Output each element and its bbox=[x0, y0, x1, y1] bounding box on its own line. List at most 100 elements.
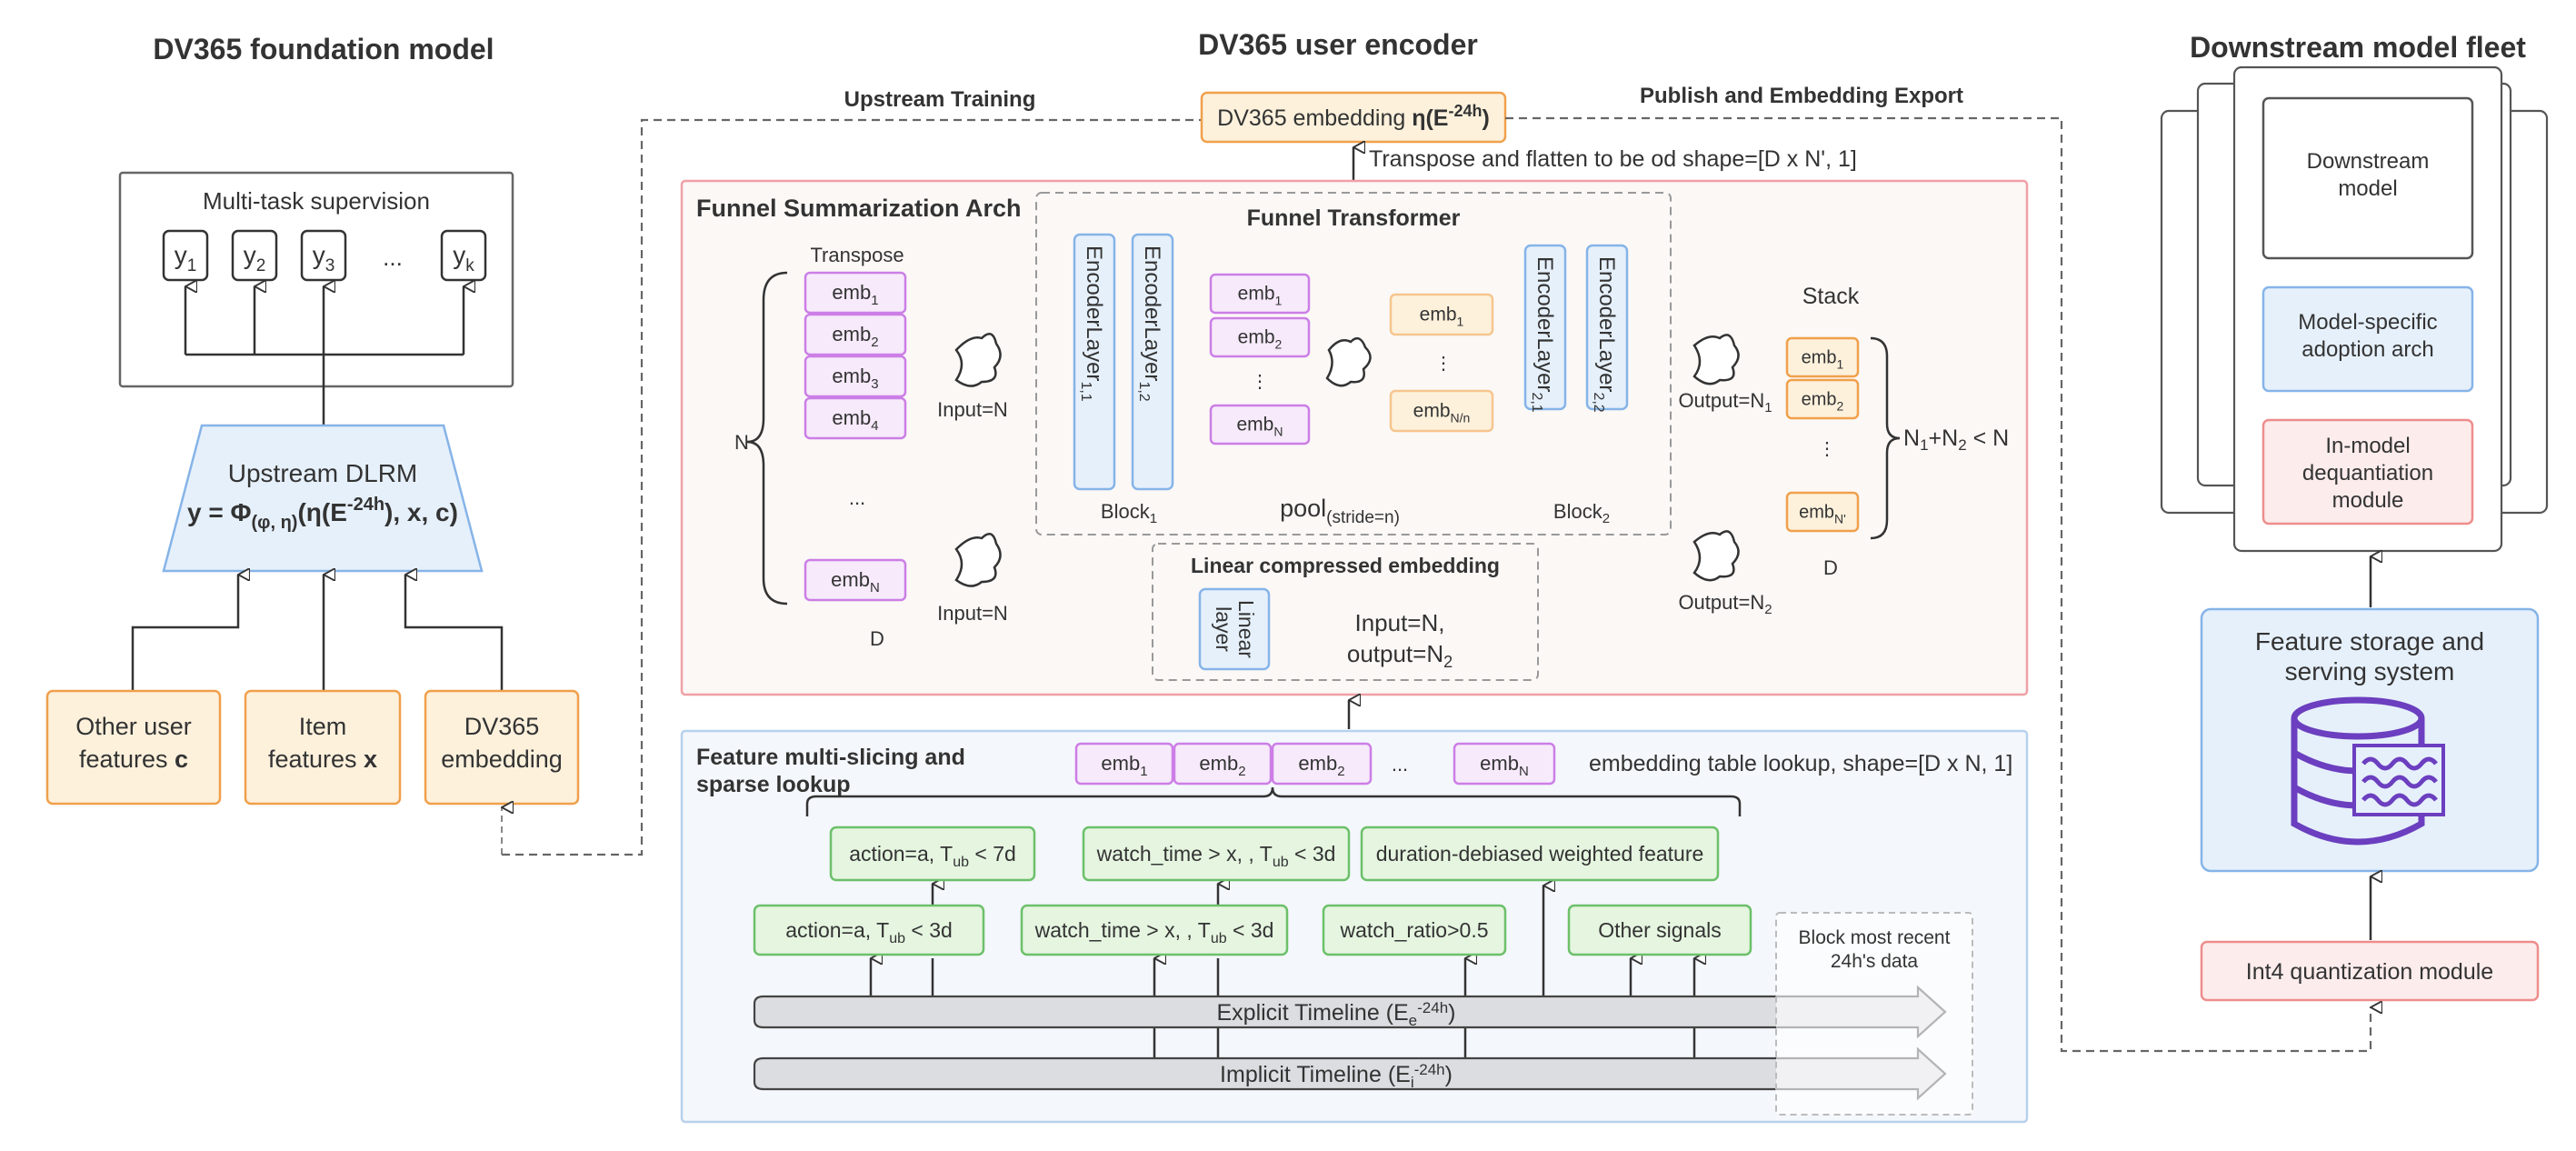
row-bottom-slice-0: action=a, Tub < 3d bbox=[753, 904, 985, 956]
target-y2: y2 bbox=[231, 229, 278, 282]
mid-emb-2: emb2 bbox=[1209, 316, 1311, 358]
length-constraint: N1+N2 < N bbox=[1903, 425, 2009, 454]
int4-quant-box: Int4 quantization module bbox=[2200, 940, 2540, 1002]
stack-brace bbox=[1870, 336, 1901, 540]
svg-text:DV365: DV365 bbox=[464, 713, 540, 740]
linear-title: Linear compressed embedding bbox=[1191, 554, 1500, 577]
dlrm-title: Upstream DLRM bbox=[228, 459, 417, 487]
slice-row-top: action=a, Tub < 7d watch_time > x, , Tub … bbox=[829, 826, 1720, 882]
svg-text:EncoderLayer2,1: EncoderLayer2,1 bbox=[1529, 256, 1557, 413]
svg-text:EncoderLayer1,1: EncoderLayer1,1 bbox=[1078, 245, 1106, 402]
row-bottom-slice-3: Other signals bbox=[1567, 904, 1752, 956]
input-emb-3: emb3 bbox=[804, 355, 907, 398]
funnel-transformer-title: Funnel Transformer bbox=[1247, 205, 1461, 231]
svg-text:In-model: In-model bbox=[2325, 434, 2410, 458]
input-bottom-label: Input=N bbox=[937, 602, 1008, 625]
dequant-module-box: In-model dequantiation module bbox=[2261, 418, 2474, 525]
svg-text:serving system: serving system bbox=[2285, 657, 2455, 686]
curved-arrow-bottom-icon bbox=[954, 532, 1002, 587]
lookup-emb-1: emb2 bbox=[1173, 742, 1273, 786]
title-fleet: Downstream model fleet bbox=[2190, 31, 2526, 64]
dlrm-to-targets-connector bbox=[184, 286, 464, 425]
input-emb-4: emb4 bbox=[804, 396, 907, 440]
stack-emb-Nprime: embN' bbox=[1785, 491, 1860, 533]
lookup-brace bbox=[805, 786, 1742, 816]
downstream-model-box: Downstream model bbox=[2261, 96, 2474, 260]
svg-text:emb2: emb2 bbox=[832, 323, 878, 350]
funnel-panel-title: Funnel Summarization Arch bbox=[696, 195, 1022, 222]
mid-emb-1: emb1 bbox=[1209, 273, 1311, 315]
svg-text:embN/n: embN/n bbox=[1413, 401, 1471, 425]
svg-text:emb4: emb4 bbox=[832, 406, 878, 434]
input-ellipsis: ... bbox=[849, 486, 865, 509]
linear-io-line2: output=N2 bbox=[1347, 640, 1453, 671]
block-recent-box: Block most recent 24h's data bbox=[1775, 912, 1973, 1116]
pooled-emb-1: emb1 bbox=[1389, 293, 1494, 336]
output-bottom-arrow-icon bbox=[1692, 530, 1740, 582]
stack-d-label: D bbox=[1823, 556, 1838, 579]
stack-emb-2: emb2 bbox=[1785, 378, 1860, 420]
feature-panel-title-2: sparse lookup bbox=[696, 772, 851, 797]
svg-text:DV365 embedding η(E-24h): DV365 embedding η(E-24h) bbox=[1217, 102, 1490, 131]
input-embeddings: emb1 emb2 emb3 emb4 embN bbox=[804, 271, 907, 602]
svg-text:features x: features x bbox=[268, 746, 377, 773]
svg-text:emb1: emb1 bbox=[1101, 752, 1147, 779]
svg-text:embN: embN bbox=[831, 568, 880, 596]
svg-text:action=a, Tub < 3d: action=a, Tub < 3d bbox=[785, 918, 953, 946]
pooled-embeddings: emb1 embN/n bbox=[1389, 293, 1494, 433]
pool-arrow-icon bbox=[1325, 336, 1372, 387]
row-top-slice-1: watch_time > x, , Tub < 3d bbox=[1082, 826, 1351, 882]
encoder-layer-1-2: EncoderLayer1,2 bbox=[1131, 233, 1174, 491]
row-bottom-slice-1: watch_time > x, , Tub < 3d bbox=[1020, 904, 1289, 956]
svg-text:Other user: Other user bbox=[75, 713, 192, 740]
svg-text:model: model bbox=[2338, 176, 2397, 201]
encoder-layer-1-1: EncoderLayer1,1 bbox=[1073, 233, 1116, 491]
adoption-arch-box: Model-specific adoption arch bbox=[2261, 285, 2474, 393]
lookup-emb-2: emb2 bbox=[1271, 742, 1373, 786]
publish-export-label: Publish and Embedding Export bbox=[1640, 84, 1963, 108]
explicit-timeline-label: Explicit Timeline (Ee-24h) bbox=[1217, 999, 1456, 1029]
input-emb-2: emb2 bbox=[804, 313, 907, 356]
input-emb-N: embN bbox=[804, 558, 907, 602]
encoder-layer-2-1: EncoderLayer2,1 bbox=[1523, 244, 1567, 413]
input-top-label: Input=N bbox=[937, 398, 1008, 421]
publish-export-link bbox=[1505, 116, 2371, 1053]
svg-text:Model-specific: Model-specific bbox=[2298, 310, 2437, 335]
output-bottom-label: Output=N2 bbox=[1678, 591, 1772, 617]
input-emb-1: emb1 bbox=[804, 271, 907, 315]
svg-text:embN: embN bbox=[1237, 415, 1283, 439]
svg-text:emb2: emb2 bbox=[1199, 752, 1245, 779]
lookup-note: embedding table lookup, shape=[D x N, 1] bbox=[1589, 751, 2012, 776]
svg-text:Int4 quantization module: Int4 quantization module bbox=[2246, 959, 2493, 985]
database-icon bbox=[2291, 696, 2445, 846]
upstream-training-link bbox=[502, 118, 1202, 856]
feature-panel-title-1: Feature multi-slicing and bbox=[696, 745, 965, 770]
svg-text:yk: yk bbox=[453, 241, 474, 275]
svg-text:y1: y1 bbox=[175, 241, 197, 275]
svg-text:features c: features c bbox=[79, 746, 188, 773]
target-ellipsis: ... bbox=[383, 244, 403, 271]
upstream-training-label: Upstream Training bbox=[844, 87, 1036, 112]
explicit-timeline: Explicit Timeline (Ee-24h) bbox=[753, 985, 1947, 1039]
feature-storage-box: Feature storage and serving system bbox=[2200, 607, 2540, 873]
svg-text:action=a, Tub < 7d: action=a, Tub < 7d bbox=[849, 842, 1016, 870]
svg-text:emb1: emb1 bbox=[832, 281, 878, 308]
dlrm-formula: y = Φ(φ, η)(η(E-24h), x, c) bbox=[187, 495, 458, 533]
svg-text:emb2: emb2 bbox=[1298, 752, 1344, 779]
row-top-slice-2: duration-debiased weighted feature bbox=[1360, 826, 1720, 882]
target-y1: y1 bbox=[162, 229, 209, 282]
mid-ellipsis: ⋮ bbox=[1251, 372, 1269, 392]
svg-text:Downstream: Downstream bbox=[2307, 149, 2430, 174]
svg-text:Feature storage and: Feature storage and bbox=[2255, 627, 2484, 656]
block2-label: Block2 bbox=[1553, 500, 1610, 526]
inputs-to-dlrm-connectors bbox=[131, 575, 504, 691]
n-label: N bbox=[734, 431, 749, 454]
block-recent-line2: 24h's data bbox=[1831, 951, 1919, 972]
row-bottom-slice-2: watch_ratio>0.5 bbox=[1322, 904, 1507, 956]
svg-text:watch_time > x, , Tub < 3d: watch_time > x, , Tub < 3d bbox=[1096, 842, 1336, 870]
pooled-emb-N-n: embN/n bbox=[1389, 389, 1494, 433]
transpose-flatten-note: Transpose and flatten to be od shape=[D … bbox=[1369, 146, 1857, 172]
